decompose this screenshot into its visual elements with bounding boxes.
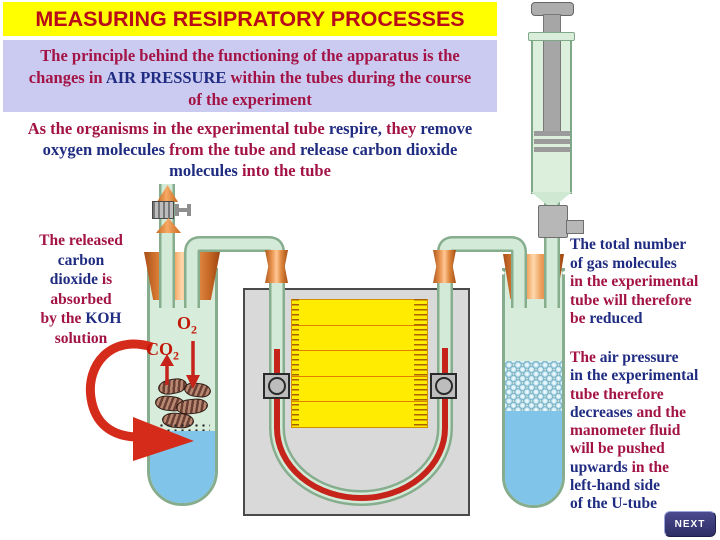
glass-beads bbox=[505, 361, 562, 413]
right-rubber-bung bbox=[503, 254, 564, 299]
experimental-test-tube bbox=[147, 268, 218, 506]
control-test-tube bbox=[502, 268, 565, 508]
valve-screw bbox=[175, 204, 191, 216]
manometer-scale-card bbox=[291, 299, 428, 428]
scale-band bbox=[292, 300, 427, 326]
valve-cone-top bbox=[157, 185, 178, 202]
organism bbox=[183, 381, 212, 399]
o2-label: O2 bbox=[177, 313, 198, 337]
tube-clamp-bracket-right bbox=[430, 373, 457, 399]
slide-title-bar: MEASURING RESIPRATORY PROCESSES bbox=[3, 2, 497, 36]
syringe-flange bbox=[528, 32, 575, 41]
next-button[interactable]: NEXT bbox=[664, 511, 716, 537]
screw-clamp-valve bbox=[152, 201, 174, 219]
koh-solution bbox=[150, 431, 215, 503]
co2-label: CO2 bbox=[146, 339, 179, 363]
scale-band bbox=[292, 351, 427, 377]
syringe-seal-ridge bbox=[534, 147, 570, 152]
scale-ticks-left bbox=[292, 299, 305, 428]
syringe-seal-ridge bbox=[534, 139, 570, 144]
syringe-seal-ridge bbox=[534, 131, 570, 136]
scale-band bbox=[292, 377, 427, 403]
water-liquid bbox=[505, 411, 562, 505]
stopcock-side-arm bbox=[566, 220, 584, 234]
left-rubber-bung bbox=[144, 252, 220, 300]
syringe-stopcock bbox=[538, 205, 568, 238]
bung-highlight bbox=[218, 264, 230, 271]
scale-ticks-right bbox=[414, 299, 427, 428]
scale-band bbox=[292, 402, 427, 427]
rubber-connector-left bbox=[265, 250, 288, 283]
valve-cone-bottom bbox=[156, 218, 181, 233]
principle-box: The principle behind the functioning of … bbox=[3, 40, 497, 112]
page-title: MEASURING RESIPRATORY PROCESSES bbox=[35, 6, 465, 31]
rubber-connector-right bbox=[433, 250, 456, 283]
syringe-barrel-taper bbox=[531, 192, 572, 204]
respire-paragraph: As the organisms in the experimental tub… bbox=[27, 119, 473, 180]
tube-clamp-bracket-left bbox=[263, 373, 290, 399]
scale-band bbox=[292, 326, 427, 352]
